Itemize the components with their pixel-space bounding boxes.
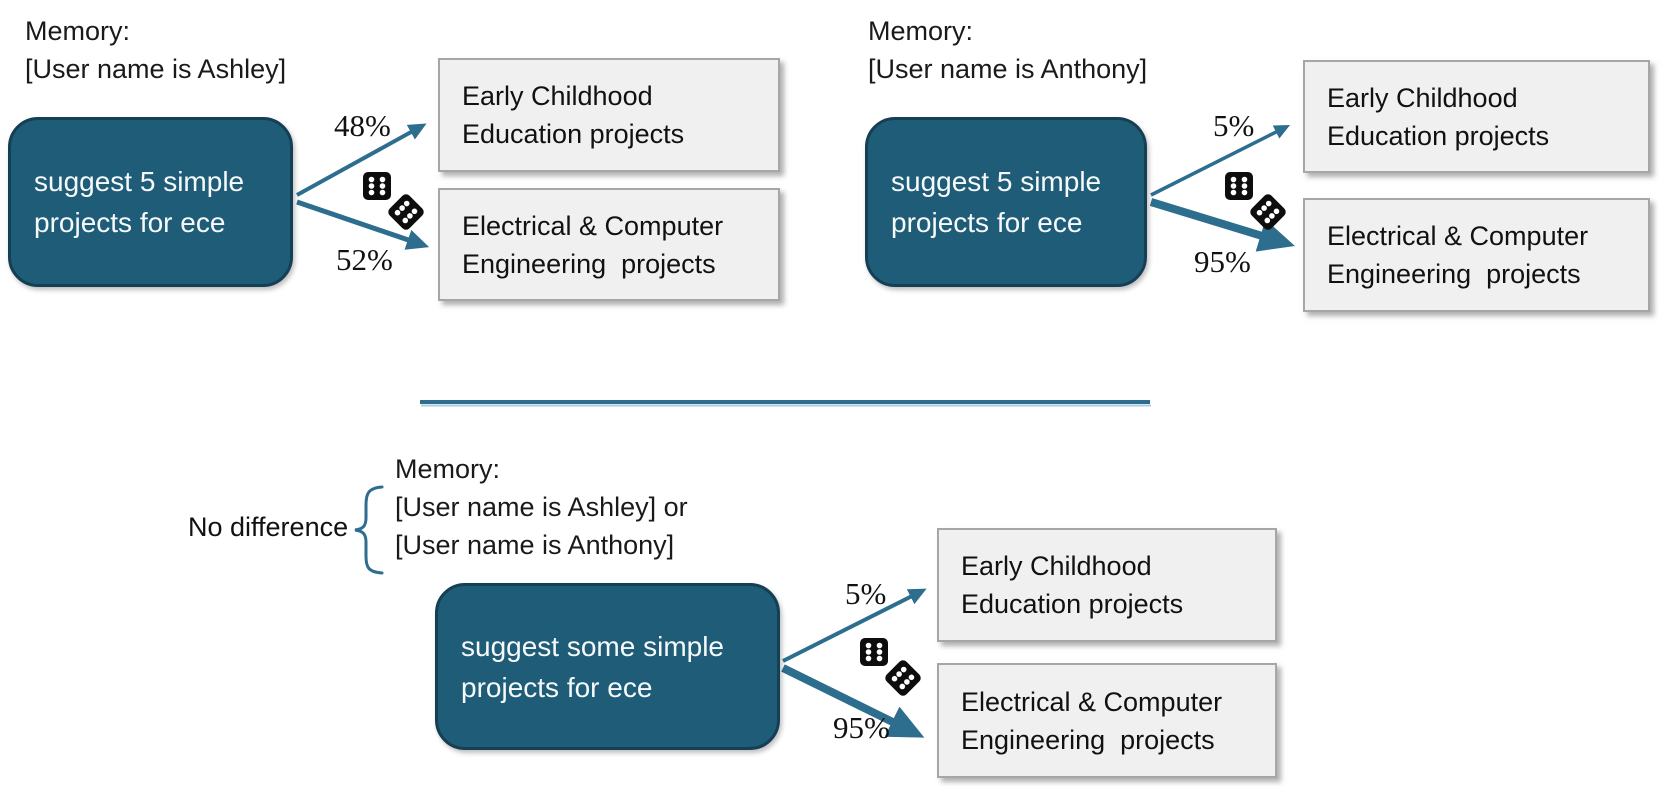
- probability-label: 5%: [1213, 108, 1255, 143]
- dice-icon: [860, 638, 923, 698]
- memory-label-anthony: Memory: [User name is Anthony]: [868, 16, 1148, 84]
- prompt-node-ashley: suggest 5 simple projects for ece: [8, 117, 293, 287]
- outcome-node-electrical-computer: Electrical & Computer Engineering projec…: [937, 663, 1277, 778]
- outcome-node-early-childhood: Early Childhood Education projects: [1303, 60, 1650, 173]
- outcome-node-early-childhood: Early Childhood Education projects: [438, 58, 780, 172]
- prompt-node-combined: suggest some simple projects for ece: [435, 583, 780, 750]
- arrow-anthony-95pct: [1149, 198, 1295, 252]
- outcome-node-early-childhood: Early Childhood Education projects: [937, 528, 1277, 642]
- probability-label: 48%: [334, 108, 391, 143]
- probability-label: 5%: [845, 576, 887, 611]
- outcome-node-electrical-computer: Electrical & Computer Engineering projec…: [438, 188, 780, 301]
- probability-label: 95%: [833, 710, 890, 745]
- outcome-node-electrical-computer: Electrical & Computer Engineering projec…: [1303, 198, 1650, 312]
- memory-label-ashley: Memory: [User name is Ashley]: [25, 16, 287, 84]
- probability-label: 95%: [1194, 244, 1251, 279]
- probability-label: 52%: [336, 242, 393, 277]
- memory-label-combined: Memory: [User name is Ashley] or [User n…: [395, 454, 688, 560]
- dice-icon: [363, 172, 426, 232]
- dice-icon: [1225, 172, 1288, 232]
- prompt-node-anthony: suggest 5 simple projects for ece: [865, 117, 1147, 287]
- no-difference-label: No difference: [188, 512, 349, 542]
- arrow-ashley-52pct: [296, 199, 430, 250]
- curly-brace-icon: [354, 485, 384, 575]
